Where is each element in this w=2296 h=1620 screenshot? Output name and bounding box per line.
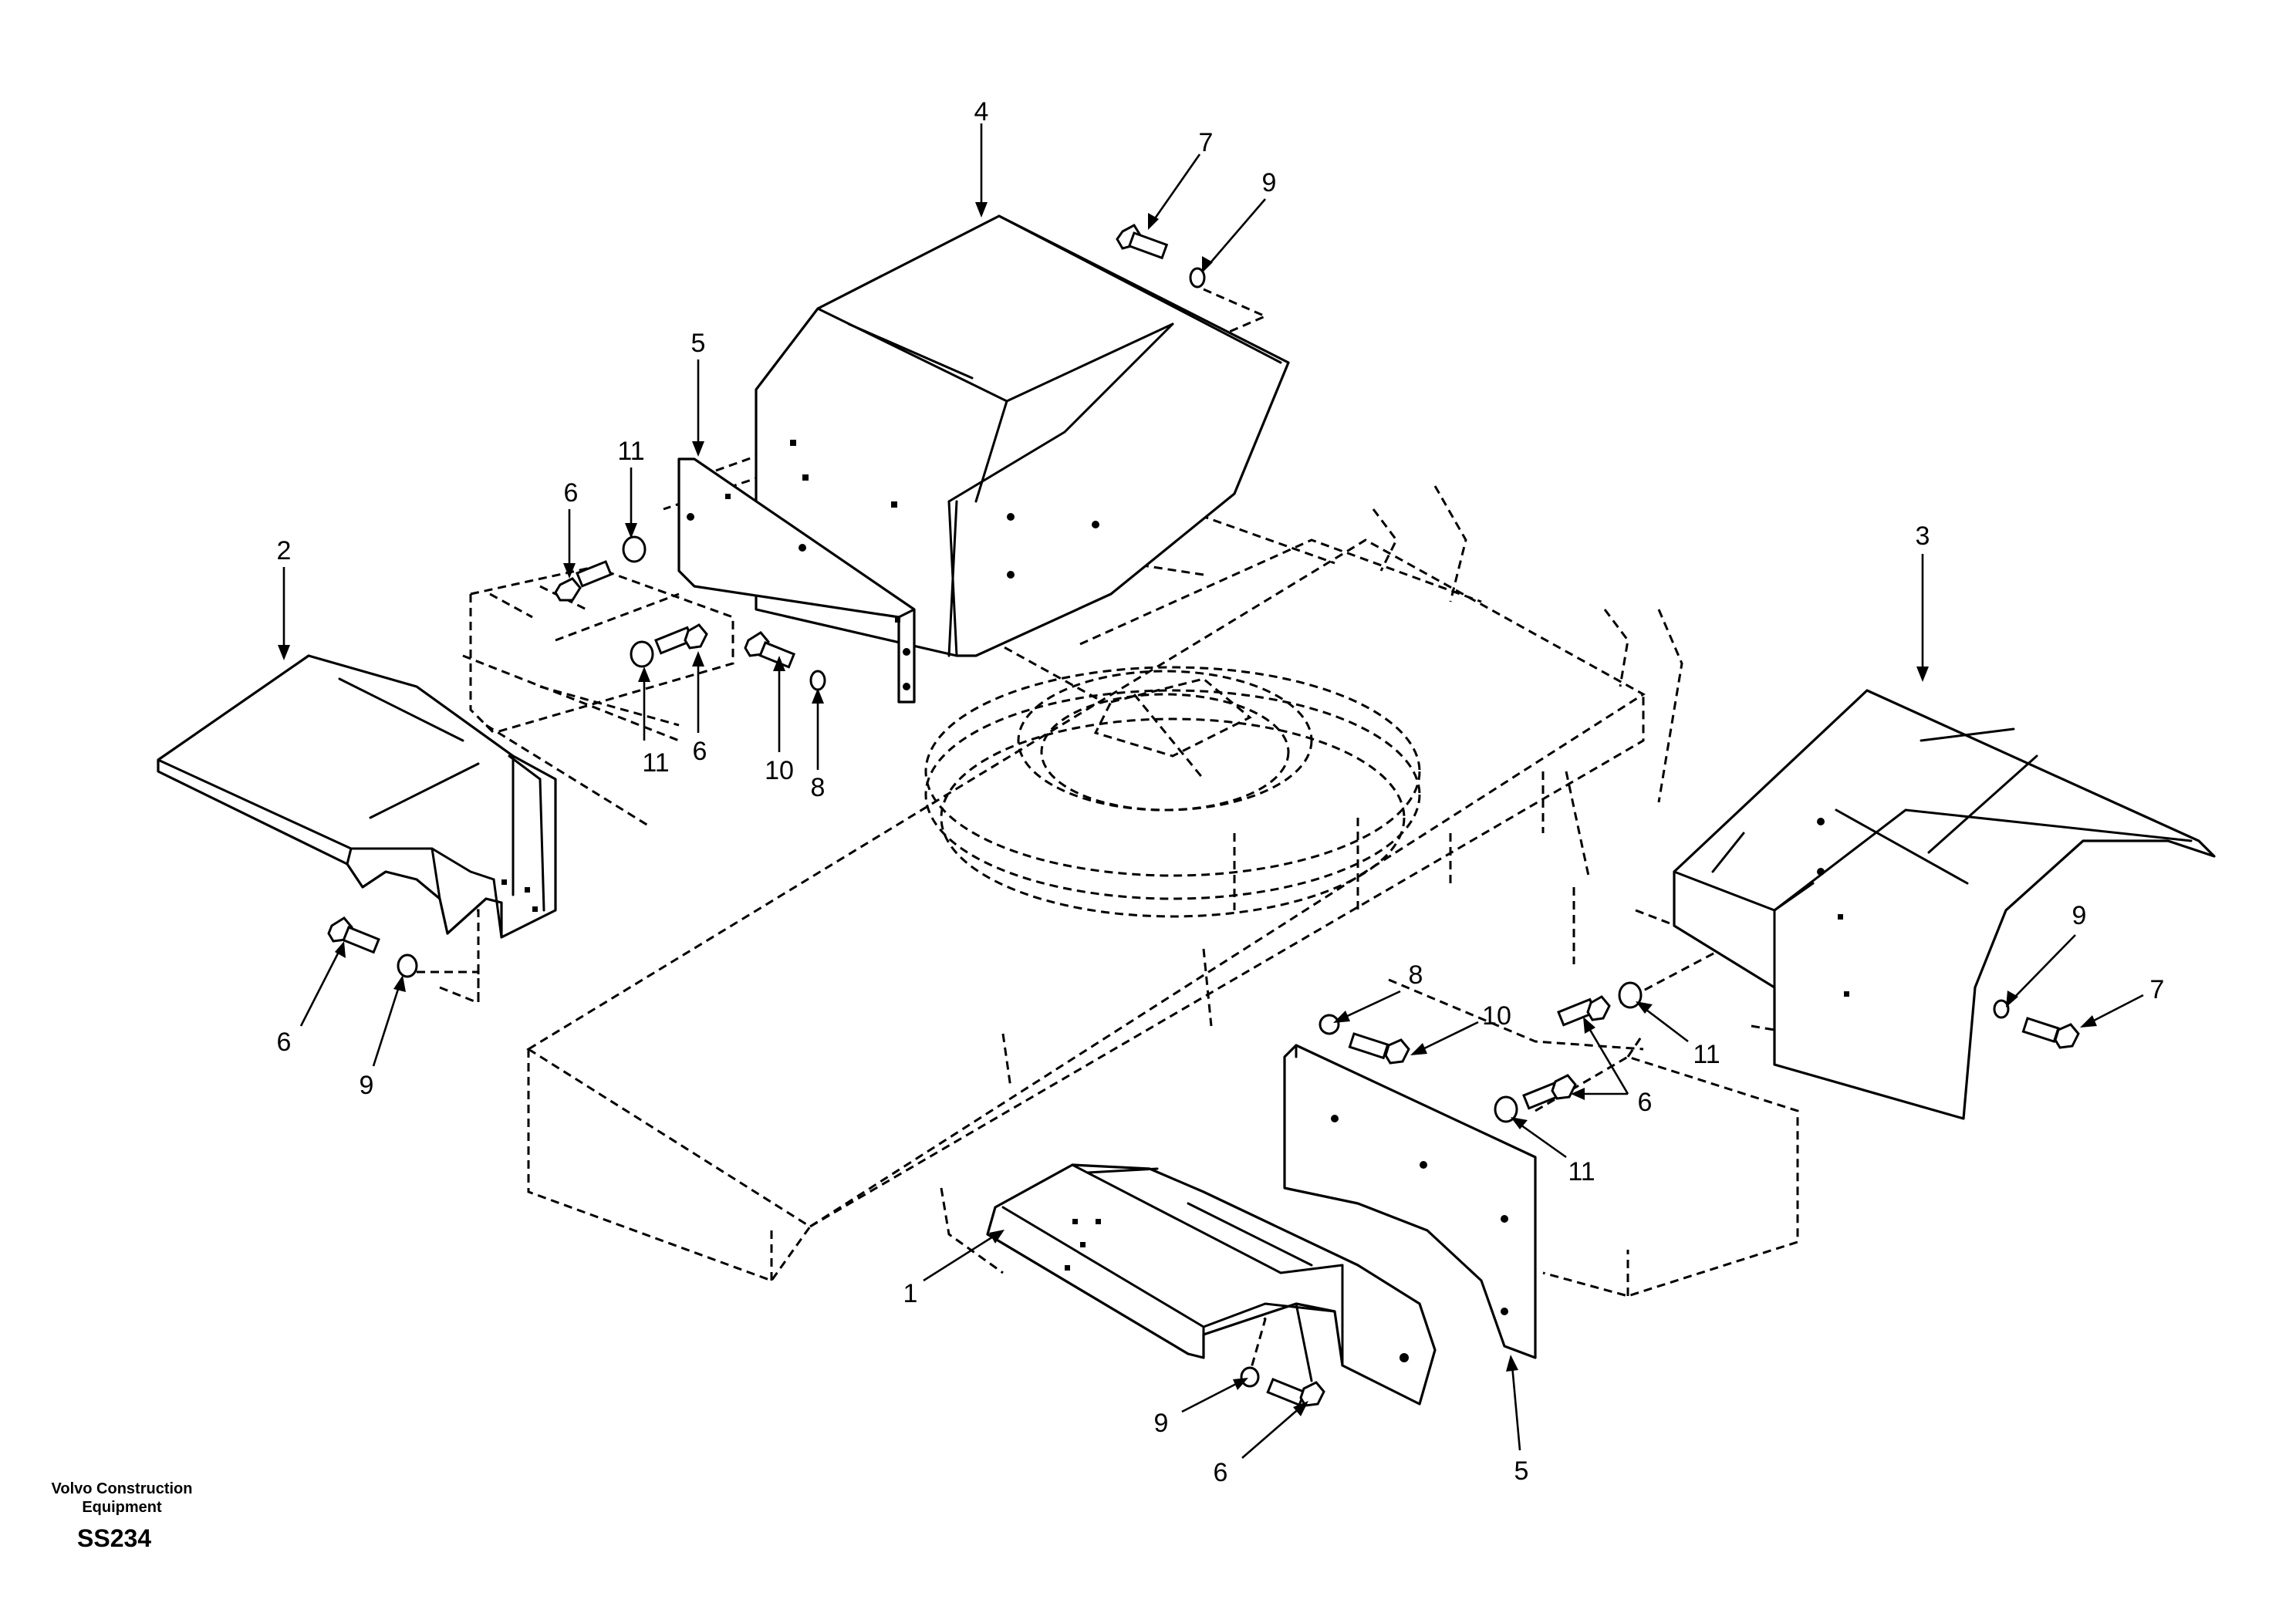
washer-8-b bbox=[1319, 1014, 1340, 1035]
bolt-10-b bbox=[1348, 1032, 1410, 1065]
callout-3: 3 bbox=[1916, 521, 1930, 551]
callout-5: 5 bbox=[691, 329, 706, 358]
callout-9: 9 bbox=[360, 1071, 374, 1100]
washer-9-d bbox=[1240, 1366, 1260, 1388]
bolt-10-a bbox=[744, 631, 796, 669]
bolt-6-c bbox=[327, 916, 380, 954]
callout-2: 2 bbox=[277, 536, 292, 565]
bolt-6-d bbox=[1557, 995, 1611, 1027]
callout-6: 6 bbox=[277, 1028, 292, 1057]
callout-6: 6 bbox=[693, 737, 707, 766]
callout-1: 1 bbox=[903, 1279, 918, 1308]
callout-5: 5 bbox=[1514, 1456, 1529, 1486]
callout-8: 8 bbox=[811, 773, 826, 802]
bolt-6-b bbox=[654, 623, 708, 655]
washer-9-top bbox=[1189, 267, 1206, 289]
part-2-cover bbox=[157, 654, 557, 939]
washer-9-c bbox=[1993, 999, 2010, 1019]
bolt-7-top bbox=[1116, 224, 1169, 260]
slewing-ring-hidden bbox=[924, 666, 1421, 918]
callout-9: 9 bbox=[1154, 1409, 1169, 1438]
bolt-6-a bbox=[554, 560, 613, 602]
callout-6: 6 bbox=[1214, 1458, 1228, 1487]
part-5-plate-upper bbox=[677, 457, 916, 704]
callout-labels: 4 7 9 5 11 6 2 11 6 10 8 6 9 3 9 7 8 10 … bbox=[277, 97, 2165, 1487]
callout-11: 11 bbox=[1568, 1157, 1595, 1186]
company-name-line2: Equipment bbox=[82, 1499, 162, 1516]
callout-8: 8 bbox=[1409, 960, 1423, 990]
callout-11: 11 bbox=[1693, 1040, 1720, 1069]
callout-6: 6 bbox=[1638, 1088, 1653, 1117]
part-1-step-cover bbox=[986, 1163, 1437, 1406]
left-cradle-hidden-lines bbox=[462, 565, 734, 827]
callout-7: 7 bbox=[1199, 128, 1214, 157]
drawing-code: SS234 bbox=[77, 1524, 152, 1552]
callout-10: 10 bbox=[765, 756, 794, 785]
part-3-fender bbox=[1673, 689, 2216, 1120]
part-4-cover bbox=[755, 214, 1290, 657]
callout-10: 10 bbox=[1482, 1001, 1511, 1031]
upper-frame-hidden-lines bbox=[526, 485, 1683, 1282]
bolt-7-b bbox=[2021, 1017, 2080, 1049]
fasteners bbox=[327, 224, 2080, 1407]
callout-4: 4 bbox=[974, 97, 989, 127]
callout-11: 11 bbox=[642, 748, 669, 778]
washer-9-b bbox=[397, 953, 418, 978]
callout-7: 7 bbox=[2150, 975, 2165, 1004]
bolt-6-e bbox=[1522, 1074, 1577, 1110]
leaders bbox=[278, 123, 2144, 1459]
washer-11-d bbox=[1494, 1095, 1518, 1123]
part-5-plate-lower bbox=[1283, 1044, 1537, 1359]
callout-11: 11 bbox=[617, 437, 644, 466]
washer-11-a bbox=[622, 535, 647, 563]
washer-11-b bbox=[630, 640, 654, 668]
callout-9: 9 bbox=[1262, 168, 1277, 197]
bolt-6-f bbox=[1266, 1378, 1325, 1407]
callout-9: 9 bbox=[2072, 901, 2087, 930]
callout-6: 6 bbox=[564, 478, 579, 508]
manufacturer-credit: Volvo Construction Equipment bbox=[45, 1480, 199, 1517]
washer-8-a bbox=[809, 670, 826, 691]
company-name-line1: Volvo Construction bbox=[51, 1480, 193, 1497]
